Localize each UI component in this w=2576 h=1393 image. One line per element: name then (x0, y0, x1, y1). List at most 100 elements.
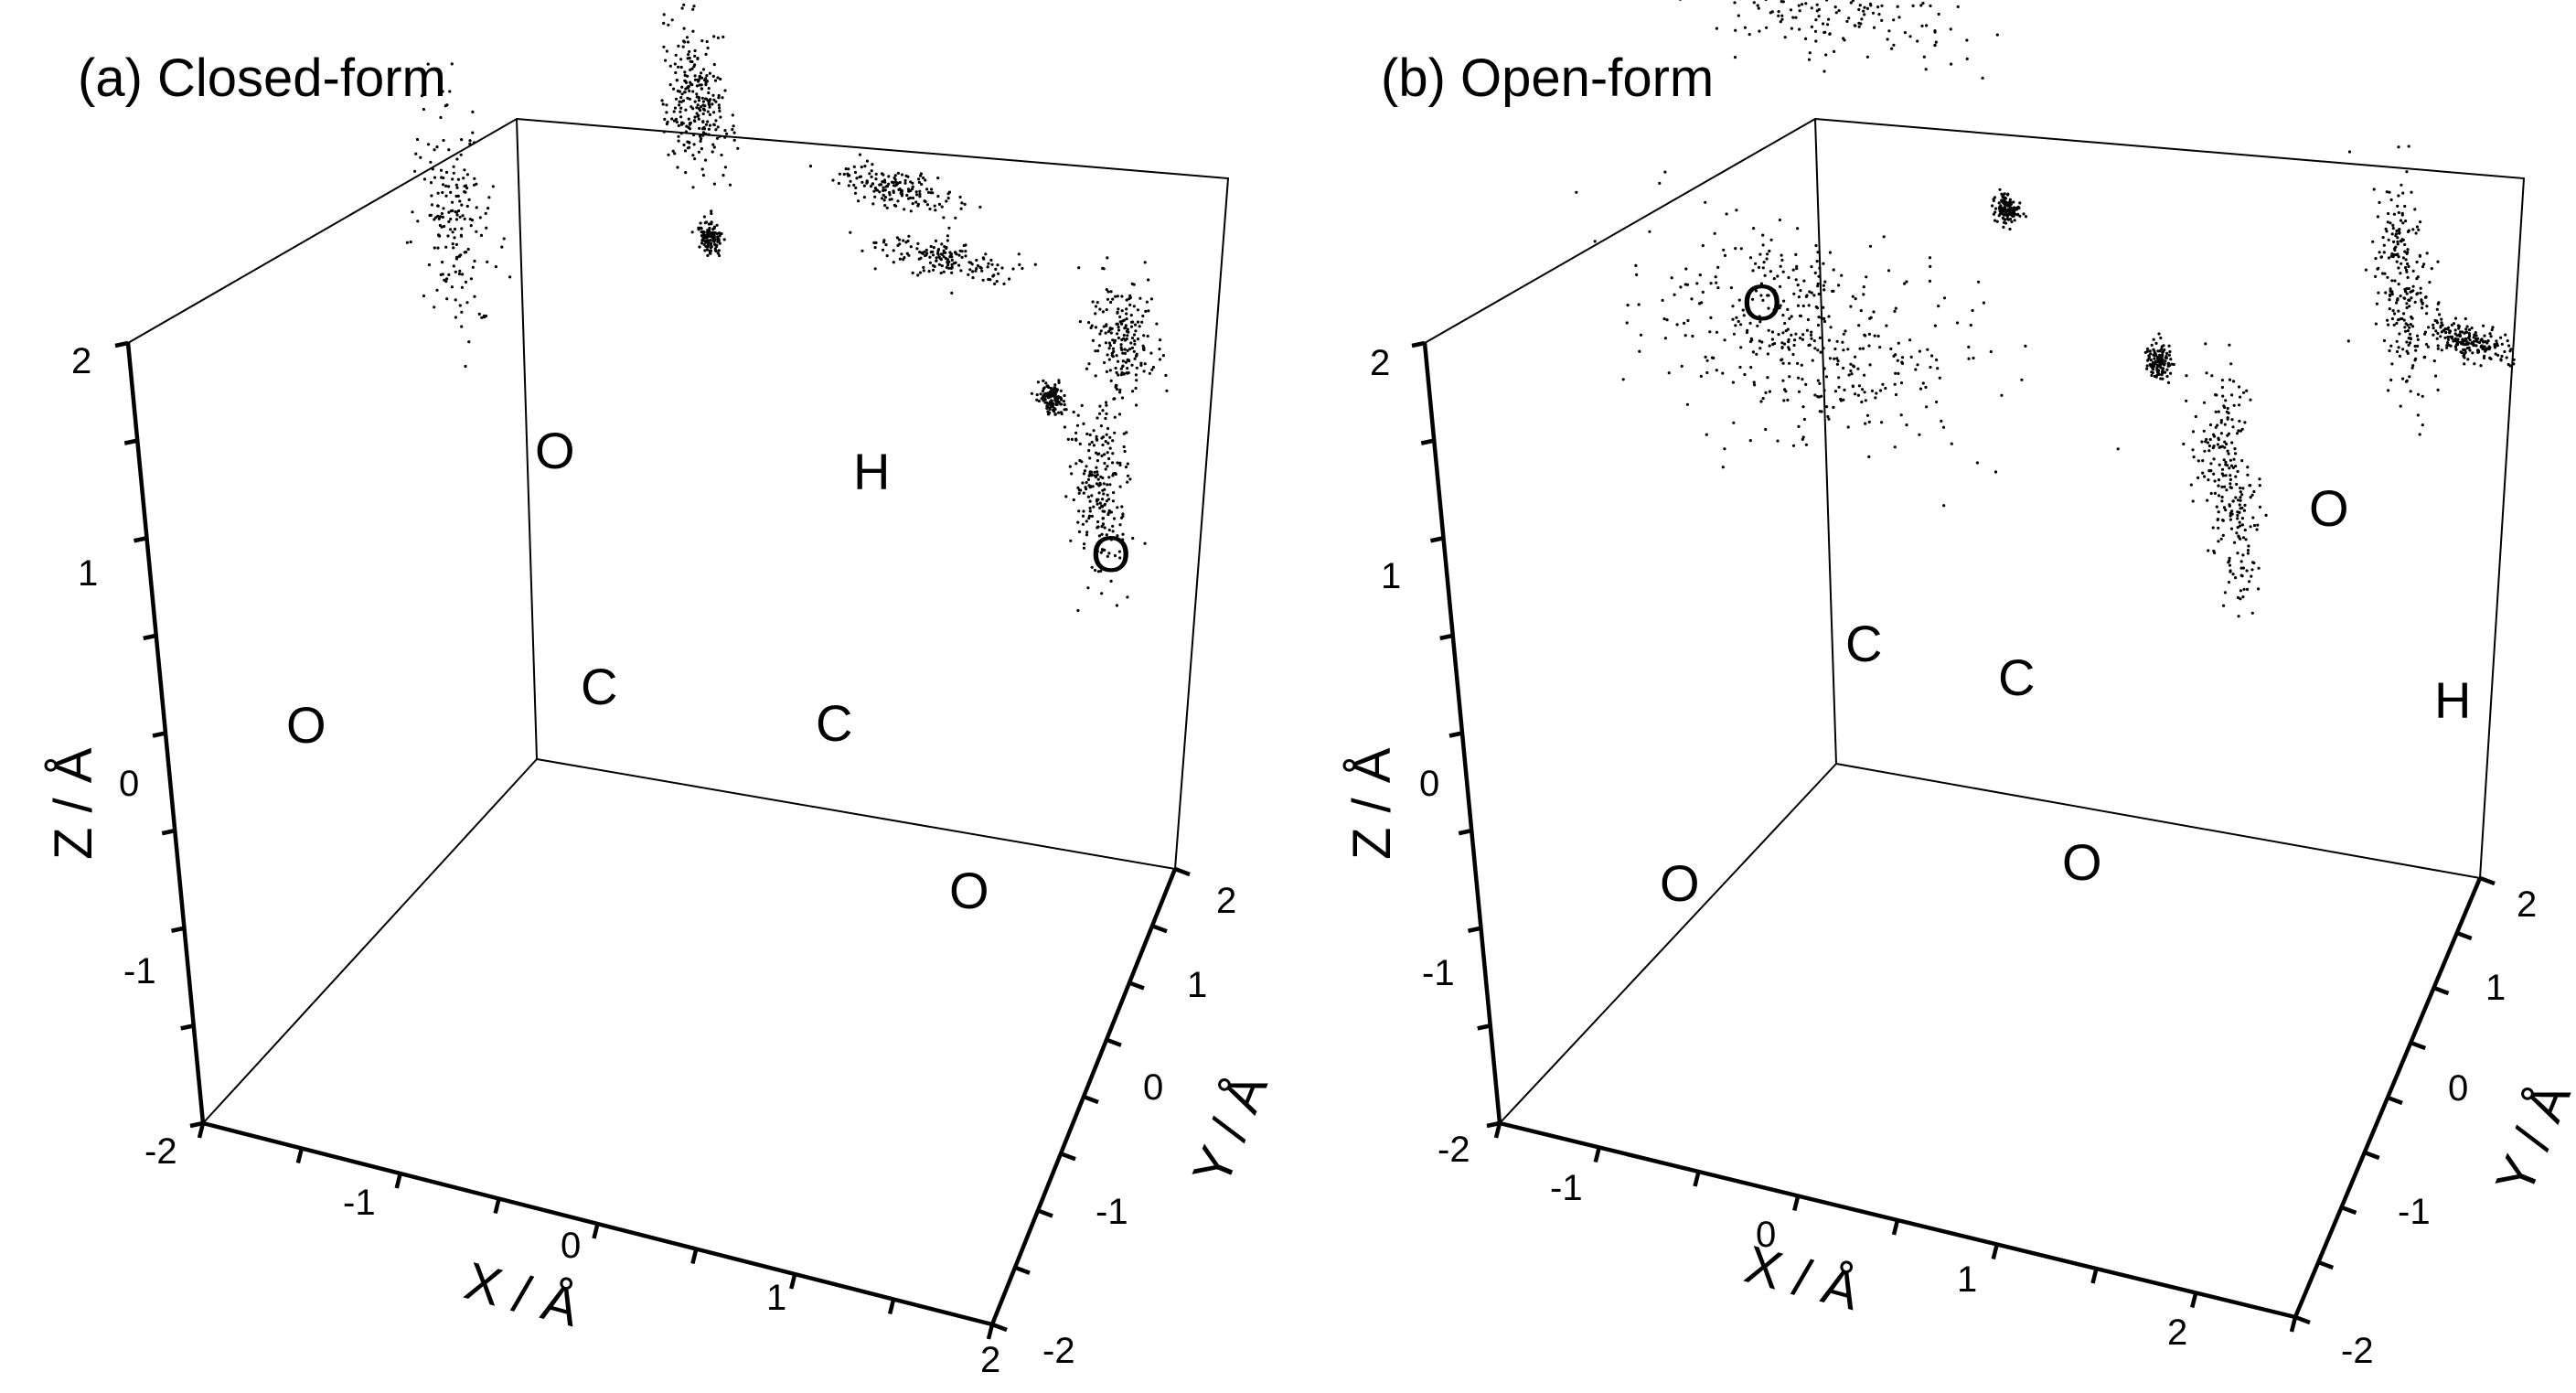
data-point (2408, 375, 2411, 379)
data-point (1121, 512, 1125, 516)
data-point (1063, 408, 1066, 412)
data-point (2378, 251, 2381, 254)
data-point (1849, 362, 1853, 366)
data-point (1856, 367, 1860, 370)
data-point (1116, 322, 1119, 326)
data-point (494, 265, 498, 269)
data-point (2423, 355, 2427, 359)
data-point (435, 288, 439, 292)
data-point (436, 204, 440, 208)
data-point (1124, 360, 1128, 364)
data-point (1085, 520, 1088, 523)
data-point (1121, 364, 1125, 368)
data-point (1858, 347, 1862, 350)
data-point (1733, 1, 1737, 5)
data-point (1764, 0, 1768, 2)
data-point (2439, 335, 2442, 338)
data-point (1124, 324, 1128, 327)
data-point (679, 58, 683, 61)
data-point (852, 165, 856, 168)
data-point (2154, 341, 2158, 345)
data-point (2397, 194, 2400, 198)
data-point (1992, 198, 1995, 201)
data-point (1935, 400, 1939, 404)
data-point (433, 176, 437, 179)
data-point (1801, 435, 1805, 439)
data-point (1778, 306, 1781, 310)
data-point (2204, 342, 2207, 346)
data-point (707, 87, 711, 91)
data-point (722, 238, 726, 241)
data-point (479, 233, 484, 237)
data-point (2250, 568, 2254, 572)
data-point (1119, 346, 1123, 349)
data-point (2219, 419, 2223, 423)
data-point (690, 83, 694, 87)
data-point (1054, 401, 1058, 404)
data-point (704, 158, 708, 162)
data-point (957, 263, 961, 267)
data-point (732, 131, 736, 134)
data-point (946, 234, 949, 238)
data-point (2165, 351, 2169, 355)
data-point (1873, 334, 1876, 338)
data-point (2392, 240, 2396, 243)
data-point (672, 119, 677, 123)
data-point (690, 230, 694, 234)
data-point (1098, 307, 1102, 311)
z-tick-mark (123, 438, 138, 445)
data-point (1849, 369, 1853, 373)
data-point (1120, 505, 1124, 509)
data-point (1783, 321, 1787, 326)
data-point (1770, 338, 1774, 341)
data-point (429, 181, 433, 185)
data-point (700, 87, 704, 91)
data-point (2191, 430, 2196, 434)
data-point (2397, 317, 2400, 321)
data-point (1101, 498, 1105, 501)
panel-b-atom-label: C (1845, 615, 1882, 672)
data-point (2391, 309, 2395, 313)
data-point (2489, 335, 2493, 338)
data-point (2234, 475, 2238, 478)
data-point (2240, 574, 2244, 578)
data-point (885, 206, 889, 209)
data-point (662, 13, 666, 16)
data-point (703, 104, 707, 108)
data-point (1102, 482, 1106, 486)
data-point (935, 259, 938, 263)
data-point (858, 175, 861, 179)
data-point (2224, 399, 2228, 402)
data-point (1148, 371, 1151, 375)
data-point (725, 132, 729, 135)
data-point (1697, 302, 1702, 305)
data-point (1865, 55, 1869, 59)
data-point (892, 249, 895, 252)
data-point (2225, 410, 2229, 413)
data-point (2396, 236, 2400, 240)
data-point (2204, 440, 2207, 444)
data-point (1111, 338, 1115, 342)
data-point (1816, 395, 1820, 399)
data-point (2245, 587, 2250, 592)
data-point (1894, 306, 1897, 310)
data-point (1036, 380, 1040, 384)
data-point (1099, 475, 1103, 478)
data-point (2482, 356, 2486, 359)
data-point (1132, 333, 1137, 337)
data-point (1780, 346, 1784, 349)
data-point (2460, 342, 2464, 346)
data-point (708, 226, 711, 230)
data-point (462, 177, 465, 180)
data-point (684, 87, 688, 91)
data-point (2405, 305, 2409, 310)
data-point (2220, 467, 2225, 471)
data-point (1663, 170, 1667, 174)
data-point (863, 165, 867, 168)
data-point (1091, 485, 1095, 488)
data-point (449, 228, 453, 231)
data-point (468, 142, 472, 145)
data-point (1132, 283, 1136, 286)
data-point (954, 261, 957, 264)
data-point (925, 188, 929, 191)
